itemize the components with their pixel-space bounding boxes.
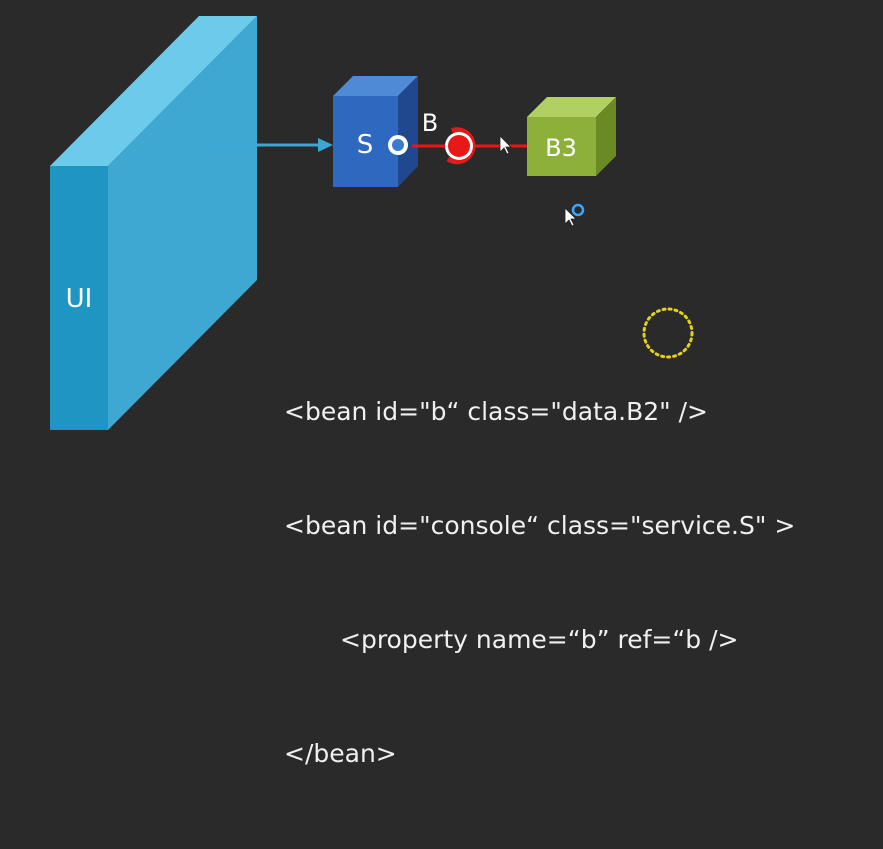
ui-to-s-arrow — [208, 138, 333, 152]
b3-cube-top — [527, 97, 616, 117]
b3-cube-side — [596, 97, 616, 176]
b-label: B — [422, 109, 438, 137]
ui-panel-top — [50, 16, 257, 166]
s-cube-side — [398, 76, 418, 187]
cursor-ring-icon — [564, 203, 585, 227]
b2-highlight-circle — [642, 307, 694, 359]
code-line-4: </bean> — [284, 739, 397, 768]
diagram-svg: UI S B — [50, 16, 694, 430]
s-label: S — [357, 130, 374, 160]
s-cube-front — [333, 96, 398, 187]
s-cube: S — [333, 76, 418, 187]
b3-label: B3 — [545, 134, 577, 162]
code-line-3: <property name=“b” ref=“b /> — [340, 625, 739, 654]
code-line-1: <bean id="b“ class="data.B2" /> — [284, 397, 708, 426]
diagram-canvas: UI S B — [50, 16, 795, 768]
bean-xml-code: <bean id="b“ class="data.B2" /> <bean id… — [284, 317, 795, 849]
ui-panel-front — [50, 166, 108, 430]
b3-cube-front — [527, 117, 596, 176]
code-line-2: <bean id="console“ class="service.S" > — [284, 511, 796, 540]
b-socket — [445, 127, 476, 165]
mouse-pointer-icon — [499, 135, 512, 155]
ui-label: UI — [66, 284, 93, 314]
ui-panel: UI — [50, 16, 257, 430]
b3-cube: B3 — [527, 97, 616, 176]
ui-panel-side — [108, 16, 257, 430]
b2-class-name: B2 — [626, 397, 660, 426]
s-cube-top — [333, 76, 418, 96]
